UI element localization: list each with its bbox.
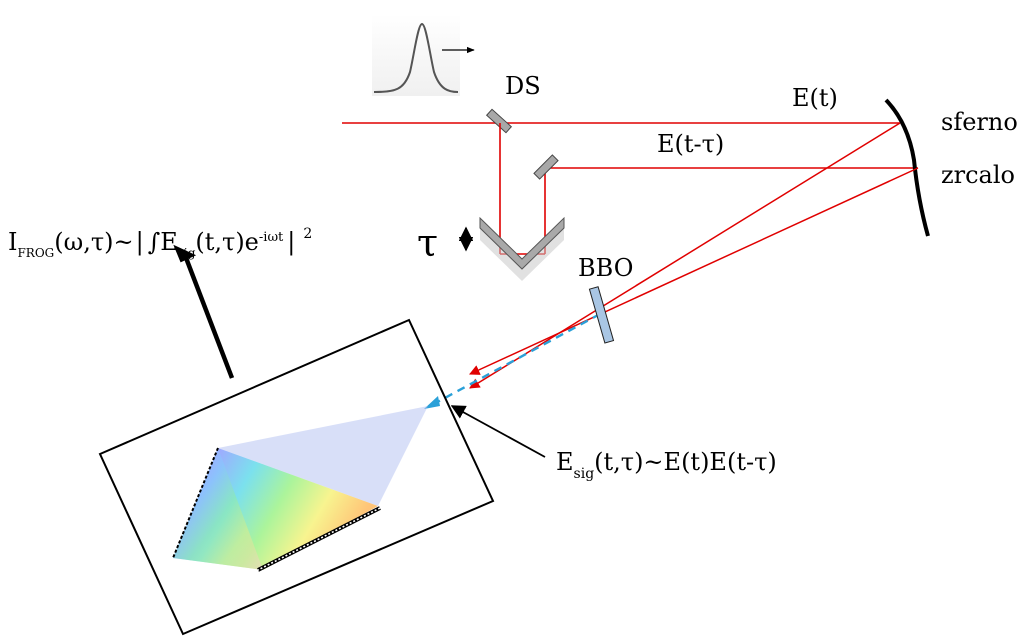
dispersed-spectrum-overlay <box>173 448 263 570</box>
ifrog-base: I <box>8 228 17 256</box>
beam-e-t-tau-focused <box>469 167 919 375</box>
esig-base: E <box>556 448 574 476</box>
esig-subscript: sig <box>574 466 595 482</box>
fold-mirror <box>533 154 559 180</box>
tau-label: τ <box>417 221 438 265</box>
ifrog-bar-left: | <box>136 228 144 257</box>
ifrog-formula: IFROG(ω,τ)~|∫Esig(t,τ)e-iωt|2 <box>8 226 312 260</box>
ifrog-mid: (ω,τ)~ <box>54 228 133 256</box>
esig-formula: Esig(t,τ)~E(t)E(t-τ) <box>556 448 777 482</box>
ds-label: DS <box>505 72 541 100</box>
e-t-label: E(t) <box>792 84 838 112</box>
output-arrow-head <box>173 244 197 263</box>
mirror-label-sferno: sferno <box>941 108 1018 136</box>
spectrometer-box <box>98 318 495 636</box>
ifrog-integral: ∫E <box>148 228 178 256</box>
esig-rest: (t,τ)~E(t)E(t-τ) <box>594 448 777 476</box>
ifrog-subscript2: sig <box>178 246 196 260</box>
spherical-mirror <box>884 98 930 237</box>
focused-beams <box>424 122 919 409</box>
signal-beam-arrowhead <box>424 396 440 409</box>
retroreflector <box>479 216 565 281</box>
beam-e-t-focused <box>469 122 901 389</box>
signal-beam <box>429 312 601 408</box>
pulse-thumbnail-bg <box>372 14 460 96</box>
spectrometer <box>98 318 495 636</box>
pulse-thumbnail <box>372 14 475 96</box>
mirror-label-zrcalo: zrcalo <box>941 161 1015 189</box>
ifrog-args: (t,τ)e <box>195 228 258 256</box>
output-arrow-shaft <box>180 249 235 379</box>
incident-fan <box>218 406 428 506</box>
ifrog-power: 2 <box>303 226 312 242</box>
ifrog-superscript: -iωt <box>259 230 284 245</box>
beam-splitter-ds <box>485 108 513 134</box>
retroreflector-shadow <box>480 225 564 281</box>
bbo-crystal <box>588 286 615 344</box>
detector-pixels <box>257 507 381 571</box>
bbo-label: BBO <box>578 254 633 282</box>
signal-pointer-arrow <box>450 405 546 458</box>
gaussian-pulse-curve <box>373 22 459 93</box>
e-t-tau-label: E(t-τ) <box>657 130 724 158</box>
ifrog-bar-right: | <box>287 228 295 257</box>
ifrog-subscript: FROG <box>17 246 54 260</box>
retroreflector-mirror <box>479 216 565 270</box>
